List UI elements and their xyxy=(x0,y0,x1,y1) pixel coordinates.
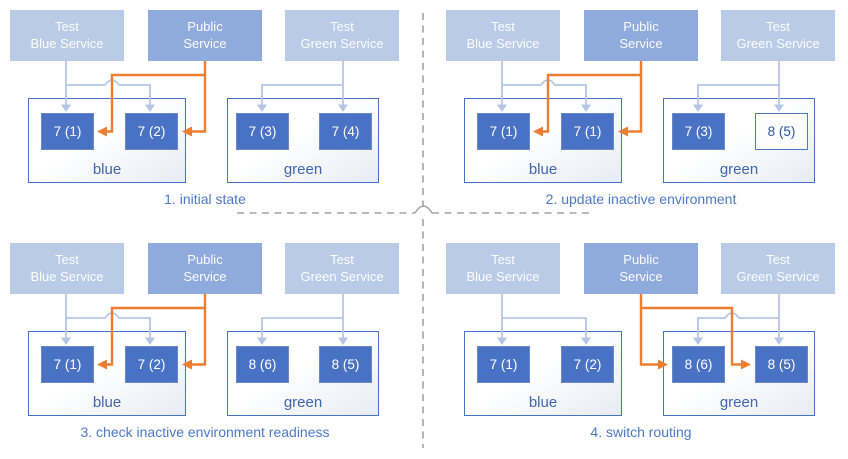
panel-caption: 1. initial state xyxy=(164,191,246,207)
green-pod-1: 7 (3) xyxy=(236,113,289,150)
service-label-line: Service xyxy=(619,35,663,51)
blue-pod-2: 7 (1) xyxy=(561,113,614,150)
service-label-line: Public xyxy=(187,251,223,267)
blue-pod-2: 7 (2) xyxy=(125,346,178,383)
service-label-line: Test xyxy=(55,18,79,34)
service-label-line: Public xyxy=(623,18,659,34)
blue-pod-1: 7 (1) xyxy=(477,346,530,383)
green-environment-box: 8 (6) 8 (5) green xyxy=(227,331,379,416)
blue-pod-2: 7 (2) xyxy=(561,346,614,383)
test-green-service-box: Test Green Service xyxy=(721,243,835,294)
environment-label: green xyxy=(719,394,759,411)
public-service-box: Public Service xyxy=(148,10,262,61)
service-label-line: Service xyxy=(183,35,227,51)
blue-pod-1: 7 (1) xyxy=(41,346,94,383)
green-pod-1: 8 (6) xyxy=(672,346,725,383)
blue-environment-box: 7 (1) 7 (1) blue xyxy=(464,98,622,183)
green-pod-2: 7 (4) xyxy=(319,113,372,150)
test-blue-service-box: Test Blue Service xyxy=(446,10,560,61)
service-label-line: Test xyxy=(330,18,354,34)
environment-label: blue xyxy=(528,161,558,178)
service-label-line: Service xyxy=(183,268,227,284)
environment-label: blue xyxy=(92,161,122,178)
green-pod-1: 8 (6) xyxy=(236,346,289,383)
service-label-line: Blue Service xyxy=(466,35,540,51)
service-label-line: Green Service xyxy=(736,268,820,284)
service-label-line: Test xyxy=(330,251,354,267)
service-label-line: Test xyxy=(491,18,515,34)
panel-caption: 2. update inactive environment xyxy=(545,191,737,207)
green-pod-1: 7 (3) xyxy=(672,113,725,150)
service-label-line: Green Service xyxy=(736,35,820,51)
panel-4-switch-routing: Test Blue Service Public Service Test Gr… xyxy=(436,233,846,459)
green-environment-box: 8 (6) 8 (5) green xyxy=(663,331,815,416)
blue-environment-box: 7 (1) 7 (2) blue xyxy=(28,331,186,416)
blue-pod-2: 7 (2) xyxy=(125,113,178,150)
public-service-box: Public Service xyxy=(584,10,698,61)
service-label-line: Blue Service xyxy=(30,268,104,284)
environment-label: green xyxy=(283,394,323,411)
service-label-line: Public xyxy=(187,18,223,34)
blue-environment-box: 7 (1) 7 (2) blue xyxy=(464,331,622,416)
test-green-service-box: Test Green Service xyxy=(285,243,399,294)
divider-crossing-hop xyxy=(414,205,433,214)
service-label-line: Test xyxy=(55,251,79,267)
test-green-service-box: Test Green Service xyxy=(285,10,399,61)
service-label-line: Service xyxy=(619,268,663,284)
environment-label: green xyxy=(283,161,323,178)
panel-1-initial-state: Test Blue Service Public Service Test Gr… xyxy=(0,0,410,226)
environment-label: blue xyxy=(92,394,122,411)
test-blue-service-box: Test Blue Service xyxy=(10,243,124,294)
blue-pod-1: 7 (1) xyxy=(41,113,94,150)
panel-2-update-inactive-environment: Test Blue Service Public Service Test Gr… xyxy=(436,0,846,226)
service-label-line: Public xyxy=(623,251,659,267)
service-label-line: Blue Service xyxy=(466,268,540,284)
green-pod-2: 8 (5) xyxy=(319,346,372,383)
service-label-line: Test xyxy=(766,251,790,267)
service-label-line: Green Service xyxy=(300,268,384,284)
blue-pod-1: 7 (1) xyxy=(477,113,530,150)
public-service-box: Public Service xyxy=(584,243,698,294)
panel-3-check-inactive-environment-readiness: Test Blue Service Public Service Test Gr… xyxy=(0,233,410,459)
service-label-line: Test xyxy=(491,251,515,267)
test-green-service-box: Test Green Service xyxy=(721,10,835,61)
green-pod-2: 8 (5) xyxy=(755,346,808,383)
service-label-line: Blue Service xyxy=(30,35,104,51)
test-blue-service-box: Test Blue Service xyxy=(446,243,560,294)
panel-caption: 4. switch routing xyxy=(590,424,692,440)
test-blue-service-box: Test Blue Service xyxy=(10,10,124,61)
service-label-line: Green Service xyxy=(300,35,384,51)
environment-label: blue xyxy=(528,394,558,411)
public-service-box: Public Service xyxy=(148,243,262,294)
blue-environment-box: 7 (1) 7 (2) blue xyxy=(28,98,186,183)
environment-label: green xyxy=(719,161,759,178)
panel-caption: 3. check inactive environment readiness xyxy=(80,424,330,440)
green-pod-2: 8 (5) xyxy=(755,113,808,150)
service-label-line: Test xyxy=(766,18,790,34)
green-environment-box: 7 (3) 8 (5) green xyxy=(663,98,815,183)
green-environment-box: 7 (3) 7 (4) green xyxy=(227,98,379,183)
